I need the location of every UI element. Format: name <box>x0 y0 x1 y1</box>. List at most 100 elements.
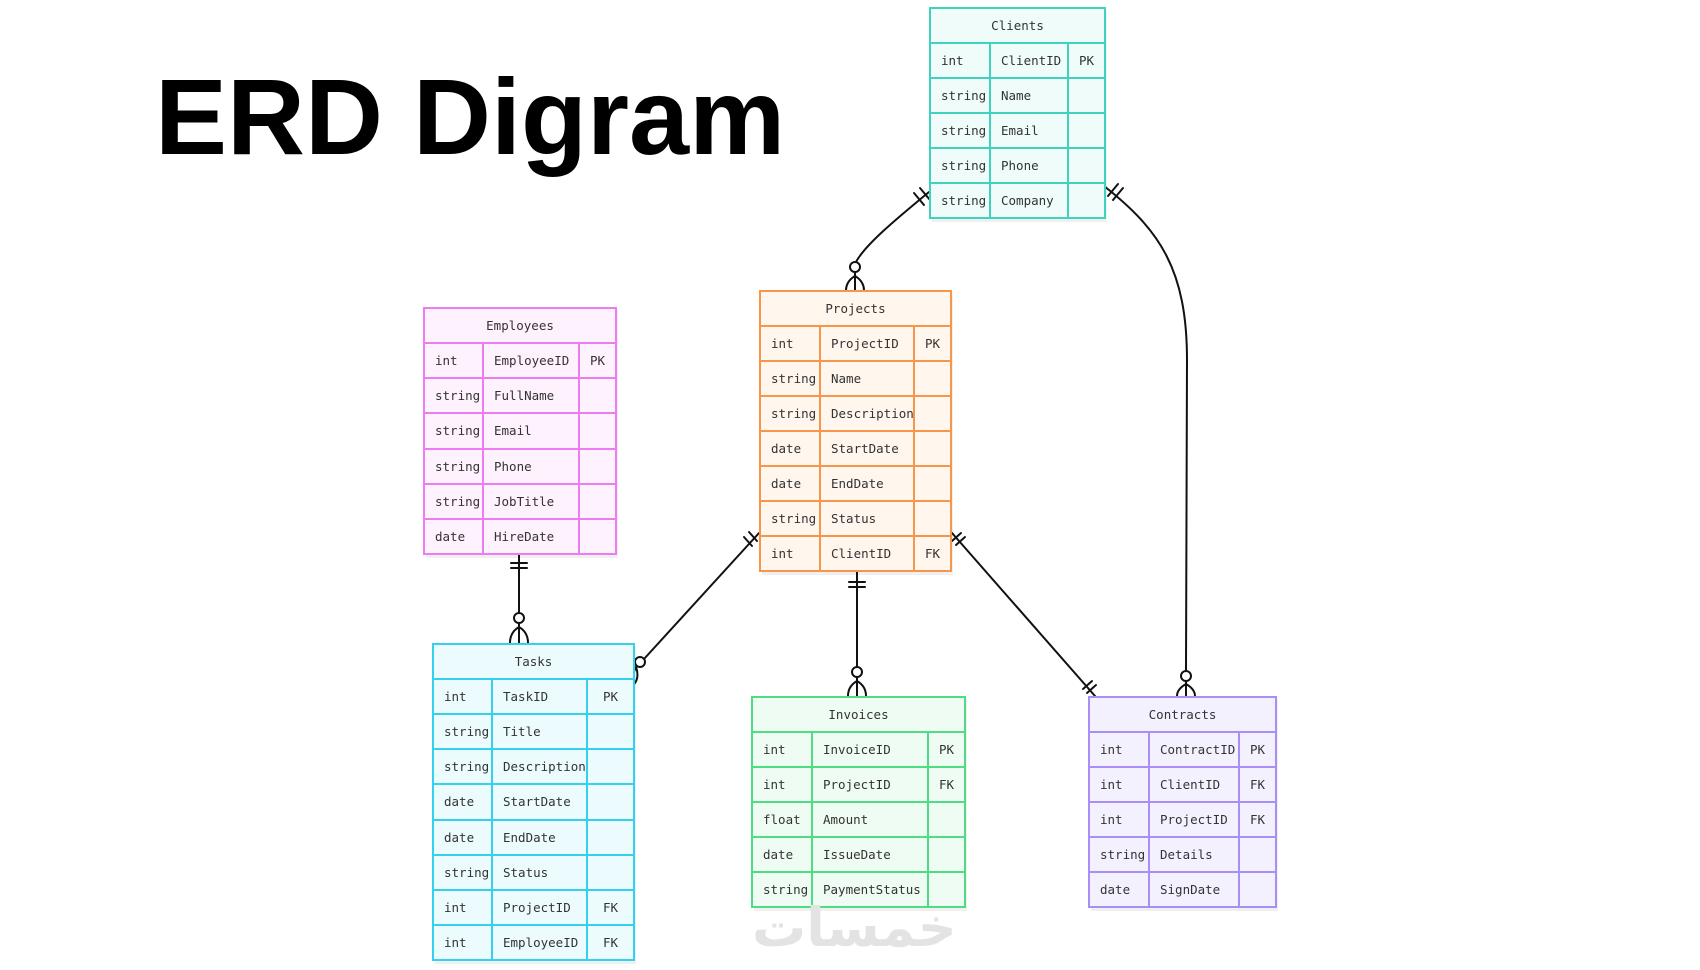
attribute-key <box>926 801 967 838</box>
attribute-key: FK <box>1237 801 1278 838</box>
attribute-name: EndDate <box>491 818 588 856</box>
attribute-name: ContractID <box>1148 731 1240 768</box>
attribute-key: FK <box>926 766 967 803</box>
attribute-name: ProjectID <box>491 888 588 926</box>
attribute-name: PaymentStatus <box>811 871 929 908</box>
attribute-key <box>1066 77 1107 114</box>
attribute-name: Email <box>989 112 1069 149</box>
attribute-type: string <box>929 147 991 184</box>
attribute-type: string <box>929 112 991 149</box>
many-marker <box>509 622 529 644</box>
attribute-name: Description <box>491 748 588 786</box>
attribute-type: string <box>423 482 484 520</box>
attribute-name: Status <box>491 853 588 891</box>
attribute-type: string <box>423 377 484 415</box>
attribute-key: PK <box>585 678 636 716</box>
attribute-key: PK <box>1237 731 1278 768</box>
attribute-name: StartDate <box>819 430 915 467</box>
one-marker <box>748 531 758 542</box>
attribute-type: date <box>432 818 493 856</box>
attribute-name: JobTitle <box>482 482 580 520</box>
one-marker <box>743 536 753 547</box>
attribute-name: ClientID <box>819 535 915 572</box>
attribute-type: int <box>1088 731 1150 768</box>
attribute-type: string <box>929 77 991 114</box>
attribute-type: int <box>432 888 493 926</box>
attribute-key <box>585 713 636 751</box>
attribute-type: string <box>759 395 821 432</box>
attribute-name: StartDate <box>491 783 588 821</box>
attribute-type: string <box>432 748 493 786</box>
attribute-type: date <box>751 836 813 873</box>
attribute-name: ClientID <box>1148 766 1240 803</box>
attribute-key: FK <box>1237 766 1278 803</box>
attribute-type: int <box>751 766 813 803</box>
attribute-name: ProjectID <box>811 766 929 803</box>
one-marker <box>1112 187 1124 201</box>
zero-marker <box>1180 670 1192 682</box>
attribute-name: EndDate <box>819 465 915 502</box>
attribute-type: date <box>759 430 821 467</box>
zero-marker <box>851 666 863 678</box>
attribute-key <box>585 783 636 821</box>
relationship-employees-tasks <box>509 554 529 644</box>
attribute-key <box>1237 871 1278 908</box>
attribute-type: date <box>432 783 493 821</box>
attribute-name: FullName <box>482 377 580 415</box>
attribute-name: EmployeeID <box>482 342 580 380</box>
entity-name: Contracts <box>1087 696 1278 733</box>
attribute-name: Description <box>819 395 915 432</box>
relationship-clients-contracts <box>1103 183 1196 697</box>
attribute-type: string <box>432 713 493 751</box>
attribute-key <box>577 447 618 485</box>
entity-header: Invoices <box>750 696 967 733</box>
attribute-type: int <box>423 342 484 380</box>
attribute-name: InvoiceID <box>811 731 929 768</box>
